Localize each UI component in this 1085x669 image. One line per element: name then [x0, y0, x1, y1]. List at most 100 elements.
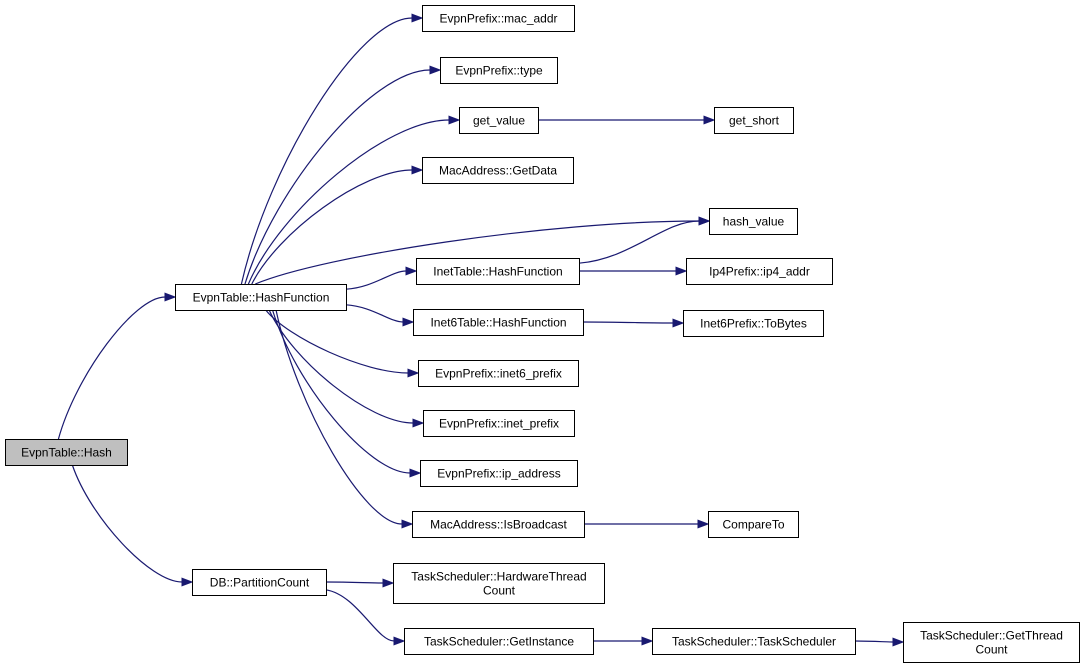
node-taskscheduler-taskscheduler[interactable]: TaskScheduler::TaskScheduler: [652, 628, 856, 655]
node-db-partitioncount[interactable]: DB::PartitionCount: [192, 569, 327, 596]
edge-evpn-hashfunction-to-evpnprefix-type: [244, 65, 442, 285]
node-macaddress-getdata[interactable]: MacAddress::GetData: [422, 157, 574, 184]
nodes-layer: EvpnTable::Hash EvpnTable::HashFunctionDB…: [5, 5, 1080, 663]
node-box: [413, 309, 584, 336]
node-ip4prefix-ip4-addr[interactable]: Ip4Prefix::ip4_addr: [686, 258, 833, 285]
node-label: hash_value: [723, 215, 785, 229]
node-inet6table-hashfunction[interactable]: Inet6Table::HashFunction: [413, 309, 584, 336]
arrowhead-icon: [641, 636, 654, 646]
edge-line: [345, 304, 404, 323]
arrowhead-icon: [412, 418, 425, 428]
node-box: [5, 439, 128, 466]
node-compareto[interactable]: CompareTo: [708, 511, 799, 538]
node-evpn-hashfunction[interactable]: EvpnTable::HashFunction: [175, 284, 347, 311]
edge-evpn-hashfunction-to-inet6table-hashfunction: [345, 304, 415, 327]
edge-inettable-hashfunction-to-ip4prefix-ip4-addr: [578, 266, 688, 276]
arrowhead-icon: [181, 577, 194, 587]
edge-line: [255, 220, 700, 285]
node-label: Inet6Table::HashFunction: [430, 316, 566, 330]
node-inet6prefix-tobytes[interactable]: Inet6Prefix::ToBytes: [683, 310, 824, 337]
node-label: TaskScheduler::GetInstance: [424, 635, 574, 649]
edge-evpn-hashfunction-to-inettable-hashfunction: [345, 266, 418, 290]
edge-evpn-hashfunction-to-macaddress-isbroadcast: [275, 309, 414, 529]
node-label: Count: [975, 643, 1008, 657]
node-box: [903, 622, 1080, 663]
node-label: get_short: [729, 114, 780, 128]
node-box: [404, 628, 594, 655]
edge-line: [244, 69, 431, 285]
node-macaddress-isbroadcast[interactable]: MacAddress::IsBroadcast: [412, 511, 585, 538]
edge-evpn-hash-to-db-partitioncount: [71, 464, 194, 587]
edge-inettable-hashfunction-to-hash-value: [578, 216, 711, 264]
arrowhead-icon: [401, 519, 414, 529]
arrowhead-icon: [703, 115, 716, 125]
node-box: [393, 563, 605, 604]
edge-line: [325, 581, 384, 584]
node-label: Ip4Prefix::ip4_addr: [709, 265, 810, 279]
node-hash-value[interactable]: hash_value: [709, 208, 798, 235]
node-box: [192, 569, 327, 596]
arrowhead-icon: [407, 368, 420, 378]
edge-line: [578, 220, 700, 264]
edge-line: [247, 119, 450, 285]
edge-line: [345, 270, 407, 290]
arrowhead-icon: [402, 317, 415, 327]
node-evpn-hash[interactable]: EvpnTable::Hash: [5, 439, 128, 466]
edge-line: [582, 321, 674, 324]
node-label: EvpnPrefix::type: [455, 64, 543, 78]
node-box: [423, 410, 575, 437]
arrowhead-icon: [382, 578, 395, 588]
node-box: [420, 460, 578, 487]
node-evpnprefix-inet-prefix[interactable]: EvpnPrefix::inet_prefix: [423, 410, 575, 437]
arrowhead-icon: [448, 115, 461, 125]
edge-taskscheduler-taskscheduler-to-taskscheduler-getthreadcount: [854, 637, 905, 647]
edge-line: [265, 309, 409, 374]
node-taskscheduler-getinstance[interactable]: TaskScheduler::GetInstance: [404, 628, 594, 655]
edge-line: [71, 464, 183, 583]
node-label: EvpnPrefix::mac_addr: [439, 12, 557, 26]
arrowhead-icon: [675, 266, 688, 276]
node-label: TaskScheduler::TaskScheduler: [672, 635, 836, 649]
node-box: [416, 258, 580, 285]
node-box: [652, 628, 856, 655]
edge-db-partitioncount-to-taskscheduler-hardwarethreadcount: [325, 578, 395, 588]
edge-evpn-hashfunction-to-get-value: [247, 115, 461, 285]
edge-line: [325, 589, 395, 642]
node-box: [714, 107, 794, 134]
node-evpnprefix-mac-addr[interactable]: EvpnPrefix::mac_addr: [422, 5, 575, 32]
node-box: [459, 107, 539, 134]
arrowhead-icon: [409, 468, 422, 478]
node-box: [418, 360, 579, 387]
node-box: [175, 284, 347, 311]
node-get-short[interactable]: get_short: [714, 107, 794, 134]
edge-evpn-hashfunction-to-macaddress-getdata: [251, 165, 424, 285]
node-label: EvpnTable::Hash: [21, 446, 112, 460]
arrowhead-icon: [411, 13, 424, 23]
edge-line: [854, 640, 894, 643]
node-inettable-hashfunction[interactable]: InetTable::HashFunction: [416, 258, 580, 285]
node-label: CompareTo: [722, 518, 784, 532]
arrowhead-icon: [411, 165, 424, 175]
edge-line: [57, 296, 166, 440]
node-box: [412, 511, 585, 538]
node-box: [422, 5, 575, 32]
arrowhead-icon: [429, 65, 442, 75]
node-evpnprefix-inet6-prefix[interactable]: EvpnPrefix::inet6_prefix: [418, 360, 579, 387]
node-label: DB::PartitionCount: [210, 576, 310, 590]
node-box: [708, 511, 799, 538]
node-evpnprefix-ip-address[interactable]: EvpnPrefix::ip_address: [420, 460, 578, 487]
node-get-value[interactable]: get_value: [459, 107, 539, 134]
edge-line: [251, 169, 413, 285]
node-box: [440, 57, 558, 84]
node-evpnprefix-type[interactable]: EvpnPrefix::type: [440, 57, 558, 84]
node-box: [709, 208, 798, 235]
node-label: InetTable::HashFunction: [433, 265, 562, 279]
edge-evpn-hashfunction-to-evpnprefix-inet-prefix: [268, 309, 425, 428]
node-label: EvpnPrefix::ip_address: [437, 467, 560, 481]
node-label: EvpnPrefix::inet6_prefix: [435, 367, 562, 381]
node-label: Inet6Prefix::ToBytes: [700, 317, 807, 331]
node-label: EvpnTable::HashFunction: [193, 291, 330, 305]
